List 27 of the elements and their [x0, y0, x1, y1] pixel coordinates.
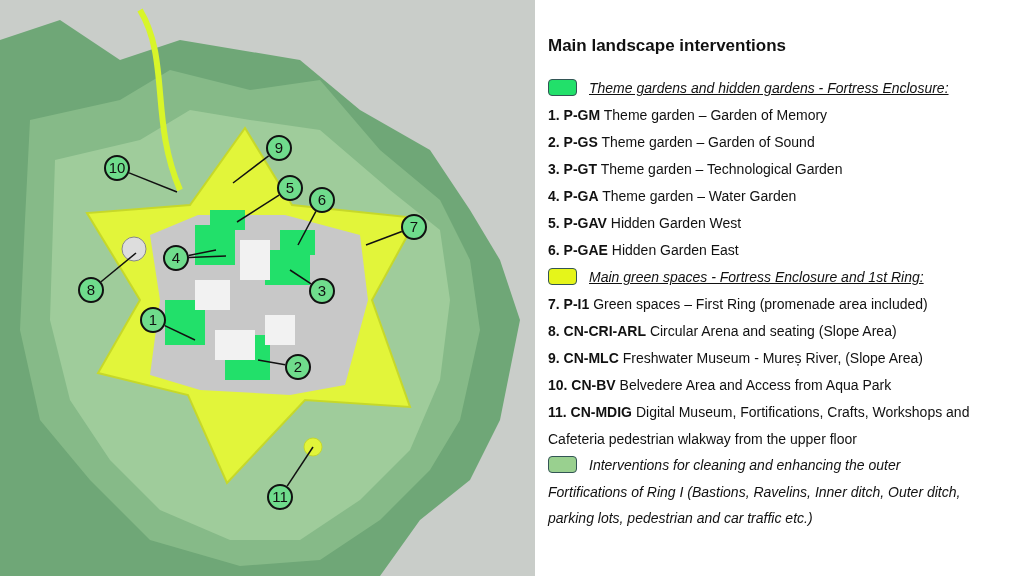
leader-line: [128, 172, 178, 193]
leader-line: [297, 210, 317, 246]
legend-item-text: 5. P-GAV Hidden Garden West: [548, 214, 743, 233]
legend-item-text: 2. P-GS Theme garden – Garden of Sound: [548, 133, 816, 152]
legend-item-text: 9. CN-MLC Freshwater Museum - Mureș River, (Slope Area): [548, 349, 924, 368]
legend-item-text: 3. P-GT Theme garden – Technological Garden: [548, 160, 844, 179]
legend-item-text: 1. P-GM Theme garden – Garden of Memory: [548, 106, 829, 125]
leader-line: [257, 359, 286, 366]
leader-line: [188, 249, 217, 257]
legend-item-text: 7. P-I1 Green spaces – First Ring (promenade area included): [548, 295, 929, 314]
legend-item-text: 10. CN-BV Belvedere Area and Access from Aqua Park: [548, 376, 893, 395]
legend-item-text: 11. CN-MDIG Digital Museum, Fortifications, Crafts, Workshops and Cafeteria pedestrian wlakway from the upper floor: [548, 403, 971, 449]
leader-line: [286, 446, 314, 487]
title: Main landscape interventions: [548, 36, 787, 56]
leader-line: [236, 194, 280, 223]
legend-item-text: 8. CN-CRI-ARL Circular Arena and seating (Slope Area): [548, 322, 898, 341]
legend-item-text: 6. P-GAE Hidden Garden East: [548, 241, 740, 260]
leader-line: [100, 252, 137, 283]
leader-line: [289, 269, 312, 285]
leader-line: [365, 230, 403, 246]
leader-line: [188, 255, 227, 259]
legend-text: Interventions for cleaning and enhancing the outer Fortifications of Ring I (Bastions, Ravelins, Inner ditch, Outer ditch, parking lots, pedestrian and car traffic etc.): [548, 457, 961, 526]
legend-item-text: 4. P-GA Theme garden – Water Garden: [548, 187, 798, 206]
legend-text: Theme gardens and hidden gardens - Fortress Enclosure:: [589, 80, 949, 96]
legend-text: Main green spaces - Fortress Enclosure and 1st Ring:: [589, 269, 924, 285]
leader-line: [232, 155, 270, 184]
leader-line: [164, 324, 196, 341]
